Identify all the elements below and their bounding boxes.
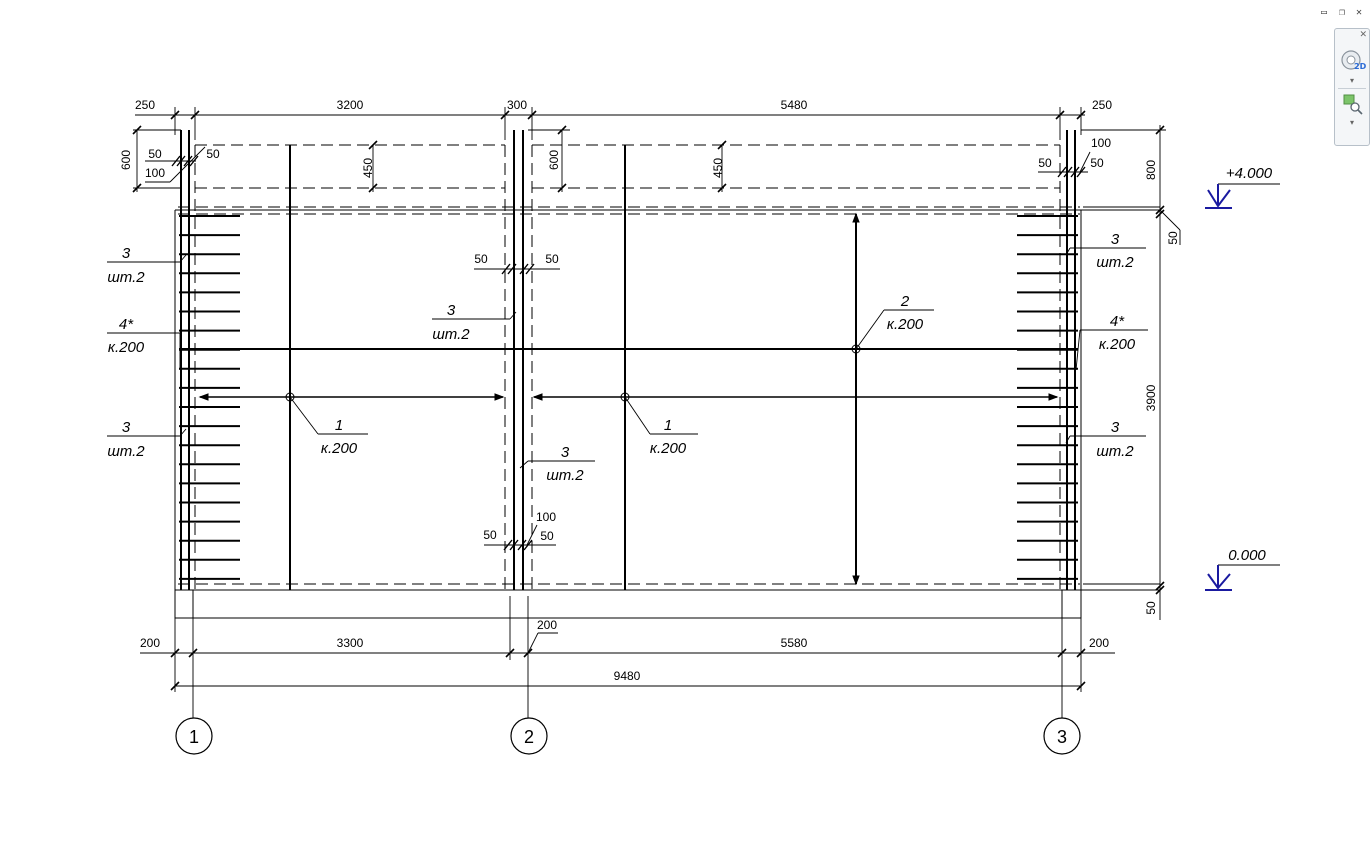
dim-right-50-bottom: 50 [1144,601,1158,615]
dim-mid-lower-50b: 50 [540,529,554,543]
close-button[interactable]: ✕ [1355,7,1363,18]
label-left-top-text: шт.2 [107,269,145,286]
label-left-mid-num: 4* [119,316,134,333]
label-left-top-num: 3 [122,245,131,262]
axis-3-label: 3 [1057,727,1067,747]
dim-right-100: 100 [1091,136,1111,150]
dim-left-100: 100 [145,166,165,180]
dim-bottom-1: 200 [140,636,160,650]
label-span1-text: к.200 [321,440,358,457]
axis-1-label: 1 [189,727,199,747]
restore-button[interactable]: ❐ [1338,7,1346,18]
dim-top-1: 250 [135,98,155,112]
label-right-top-num: 3 [1111,231,1120,248]
foundation-outline [174,589,1082,619]
label-mid-lower-text: шт.2 [546,467,584,484]
zoom-button[interactable] [1338,91,1366,119]
dim-right-800: 800 [1144,160,1158,180]
steering-wheel-button[interactable] [1338,47,1366,75]
dim-top-2: 3200 [337,98,364,112]
dim-right-50b: 50 [1090,156,1104,170]
label-mid-lower-num: 3 [561,444,570,461]
dim-bottom-5: 200 [1089,636,1109,650]
label-left-mid-text: к.200 [108,339,145,356]
dim-top-4: 5480 [781,98,808,112]
elevation-mark-bottom [1205,565,1232,591]
label-vertical-text: к.200 [887,316,924,333]
dim-right-50-top: 50 [1166,231,1180,245]
label-vertical-num: 2 [900,293,910,310]
axis-1-bubble [175,717,213,755]
dim-mid-lower-50a: 50 [483,528,497,542]
stirrups-left [179,215,240,580]
axis-3-bubble [1043,717,1081,755]
dim-top-3: 300 [507,98,527,112]
axis-2-label: 2 [524,727,534,747]
label-left-bot-text: шт.2 [107,443,145,460]
label-right-bot-num: 3 [1111,419,1120,436]
minimize-button[interactable]: ▭ [1320,7,1328,18]
dim-mid-upper-50a: 50 [474,252,488,266]
navbar-separator [1338,88,1366,89]
dim-left-600: 600 [119,150,133,170]
label-mid-upper-num: 3 [447,302,456,319]
zoom-window-icon [1343,94,1363,115]
dim-mid-lower-100: 100 [536,510,556,524]
steering-wheel-icon [1341,50,1361,70]
navigation-bar: ✕ 2D ▾ ▾ [1334,28,1370,146]
bar-marker-vertical [851,344,861,354]
elevation-top-label: +4.000 [1226,165,1273,182]
dim-450-left: 450 [361,158,375,178]
dim-right-50a: 50 [1038,156,1052,170]
label-right-mid-text: к.200 [1099,336,1136,353]
label-span1-num: 1 [335,417,343,434]
dim-top-5: 250 [1092,98,1112,112]
label-right-bot-text: шт.2 [1096,443,1134,460]
bar-marker-span2 [620,392,630,402]
elevation-bottom-label: 0.000 [1228,547,1266,564]
dim-right-3900: 3900 [1144,384,1158,411]
dim-left-50: 50 [148,147,162,161]
label-span2-num: 1 [664,417,672,434]
axis-2-bubble [510,717,548,755]
wheel-mode-label: 2D [1354,62,1367,71]
dim-450-right: 450 [711,158,725,178]
dim-bottom-2: 3300 [337,636,364,650]
wall-reinforcement-drawing: 250 3200 300 5480 250 600 50 100 50 450 … [107,98,1280,755]
label-left-bot-num: 3 [122,419,131,436]
wheel-dropdown-icon[interactable]: ▾ [1349,76,1354,85]
dim-bottom-4: 5580 [781,636,808,650]
dim-bottom-3: 200 [537,618,557,632]
label-right-mid-num: 4* [1110,313,1125,330]
dim-total: 9480 [614,669,641,683]
label-right-top-text: шт.2 [1096,254,1134,271]
navbar-close-icon[interactable]: ✕ [1359,30,1367,40]
label-mid-upper-text: шт.2 [432,326,470,343]
dim-top-mid-50: 50 [206,147,220,161]
zoom-dropdown-icon[interactable]: ▾ [1349,118,1354,127]
dim-mid-upper-50b: 50 [545,252,559,266]
bar-marker-span1 [285,392,295,402]
dim-600-mid: 600 [547,150,561,170]
elevation-mark-top [1205,184,1232,209]
stirrups-right [1017,215,1078,580]
label-span2-text: к.200 [650,440,687,457]
